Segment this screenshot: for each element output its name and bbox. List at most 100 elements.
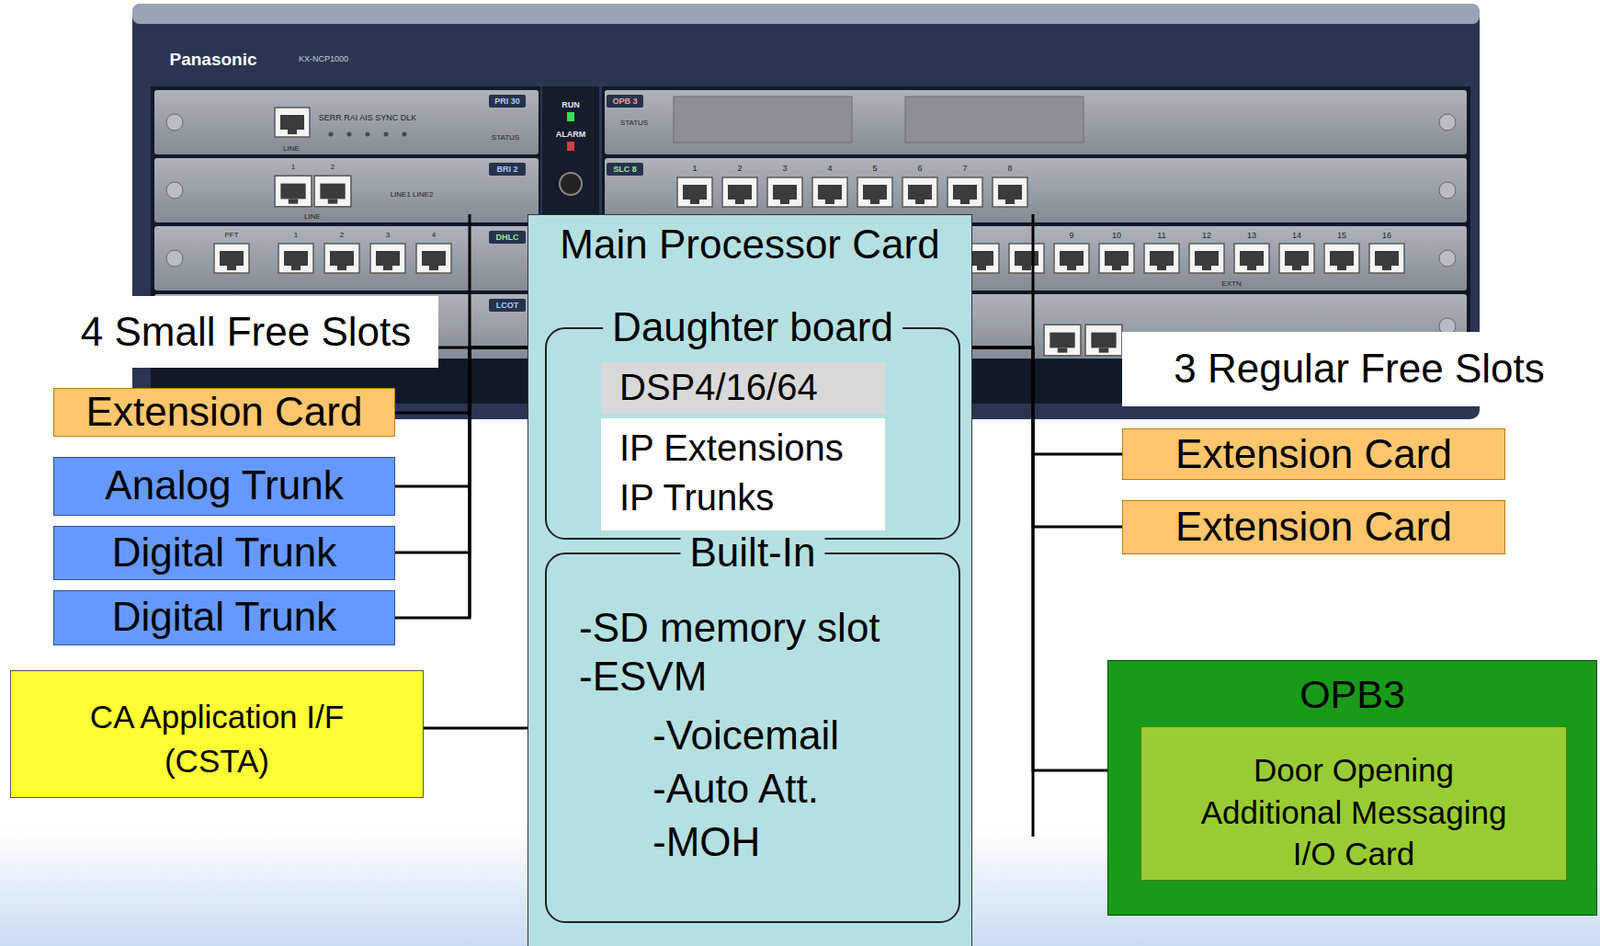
screw bbox=[166, 113, 183, 131]
panel-marking: 9 bbox=[1068, 231, 1074, 240]
panel-marking: DHLC bbox=[496, 233, 520, 242]
panel-marking: Panasonic bbox=[169, 50, 257, 69]
node-heading: Digital Trunk bbox=[112, 594, 338, 639]
rj45-jack bbox=[1279, 243, 1315, 273]
panel-marking: 4 bbox=[827, 164, 832, 173]
screw bbox=[166, 249, 183, 267]
panel-marking: 6 bbox=[917, 164, 922, 173]
processor-card: Main Processor CardDaughter boardDSP4/16… bbox=[527, 214, 973, 946]
trunk-card-box: Analog Trunk bbox=[53, 456, 396, 516]
panel-marking: 1 bbox=[294, 231, 298, 239]
rj45-jack bbox=[324, 243, 360, 273]
rj45-jack bbox=[214, 243, 250, 273]
node-text: -Auto Att. bbox=[652, 766, 819, 811]
card-badge bbox=[488, 298, 526, 312]
bus-connector bbox=[395, 347, 528, 618]
panel-marking: 12 bbox=[1202, 231, 1212, 240]
rj45-jack bbox=[1189, 243, 1225, 273]
card-badge bbox=[606, 94, 644, 108]
node-text: Additional Messaging bbox=[1201, 794, 1508, 831]
panel-marking: EXTN bbox=[1221, 280, 1241, 288]
screw bbox=[1439, 181, 1456, 199]
card-face bbox=[604, 90, 1467, 155]
extension-card-box: Extension Card bbox=[1122, 428, 1506, 480]
card-badge bbox=[488, 162, 526, 176]
card-face bbox=[154, 90, 539, 155]
rj45-jack bbox=[1085, 324, 1123, 356]
daughter-board-group: Daughter boardDSP4/16/64IP ExtensionsIP … bbox=[544, 327, 961, 540]
application-box: CA Application I/F(CSTA) bbox=[10, 669, 424, 798]
trunk-card-box: Digital Trunk bbox=[53, 590, 396, 646]
panel-marking: 7 bbox=[962, 164, 967, 173]
node-heading: Digital Trunk bbox=[112, 530, 338, 575]
slot-caption-box: 4 Small Free Slots bbox=[53, 295, 439, 368]
blank-panel bbox=[673, 96, 852, 143]
rj45-jack bbox=[370, 243, 406, 273]
rj45-jack bbox=[677, 177, 713, 207]
option-function-box: Door OpeningAdditional MessagingI/O Card bbox=[1140, 726, 1567, 881]
panel-marking: LINE bbox=[304, 213, 321, 221]
rj45-jack bbox=[947, 177, 983, 207]
bus-connector bbox=[972, 347, 1123, 454]
extension-card-box: Extension Card bbox=[1122, 499, 1506, 555]
rj45-jack bbox=[278, 243, 314, 273]
status-led bbox=[329, 132, 334, 137]
panel-marking: OPB 3 bbox=[612, 97, 637, 106]
node-heading: Analog Trunk bbox=[104, 463, 343, 508]
node-text: (CSTA) bbox=[164, 743, 270, 780]
node-heading: Daughter board bbox=[602, 305, 903, 350]
node-text: IP Trunks bbox=[619, 476, 774, 518]
node-text: -Voicemail bbox=[652, 713, 840, 758]
panel-marking: PRI 30 bbox=[494, 97, 521, 106]
alarm-led bbox=[567, 141, 575, 151]
node-text: -MOH bbox=[652, 819, 761, 864]
node-heading: Door Opening bbox=[1253, 752, 1454, 789]
status-led bbox=[384, 132, 389, 137]
panel-marking: 8 bbox=[1007, 164, 1012, 173]
rj45-jack bbox=[857, 177, 893, 207]
panel-marking: LINE1 LINE2 bbox=[390, 191, 434, 199]
rj45-jack bbox=[812, 177, 848, 207]
node-text: -SD memory slot bbox=[578, 605, 881, 650]
panel-marking: 11 bbox=[1157, 231, 1166, 240]
blank-panel bbox=[905, 96, 1084, 143]
extension-card-box: Extension Card bbox=[53, 387, 396, 437]
panel-marking: 15 bbox=[1337, 231, 1347, 240]
rj45-jack bbox=[1054, 243, 1090, 273]
panel-marking: LCOT bbox=[496, 301, 520, 310]
ip-box: IP Extensions IP Trunks bbox=[601, 418, 886, 531]
node-heading: Extension Card bbox=[1175, 504, 1453, 549]
panel-marking: 14 bbox=[1292, 231, 1302, 240]
panel-marking: 3 bbox=[385, 231, 390, 239]
rj45-jack bbox=[314, 175, 352, 207]
node-heading: IP Extensions bbox=[619, 427, 844, 468]
panel-marking: 13 bbox=[1247, 231, 1257, 240]
card-badge bbox=[606, 162, 644, 176]
bus-connector bbox=[972, 347, 1108, 771]
status-led bbox=[365, 132, 371, 137]
screw bbox=[1439, 249, 1456, 267]
panel-marking: 16 bbox=[1382, 231, 1392, 240]
rj45-jack bbox=[274, 107, 310, 137]
node-heading: Extension Card bbox=[1175, 431, 1453, 477]
panel-marking: SERR RAI AIS SYNC DLK bbox=[318, 113, 418, 123]
rj45-jack bbox=[1043, 324, 1081, 356]
built-in-group: Built-In-SD memory slot-ESVM-Voicemail-A… bbox=[544, 552, 961, 923]
node-heading: Built-In bbox=[680, 530, 826, 575]
bus-connector bbox=[395, 347, 528, 487]
panel-marking: SLC 8 bbox=[612, 165, 637, 174]
screw bbox=[1439, 113, 1456, 131]
node-heading: 3 Regular Free Slots bbox=[1173, 346, 1545, 391]
panel-marking: BRI 2 bbox=[496, 165, 518, 174]
rj45-jack bbox=[767, 177, 803, 207]
panel-marking: 1 bbox=[692, 164, 697, 173]
rj45-jack bbox=[1234, 243, 1270, 273]
status-led bbox=[347, 132, 352, 137]
rj45-jack bbox=[274, 175, 312, 207]
node-text: -ESVM bbox=[578, 654, 707, 699]
rj45-jack bbox=[722, 177, 758, 207]
card-face bbox=[154, 158, 539, 223]
panel-marking: 4 bbox=[431, 231, 436, 239]
panel-marking: STATUS bbox=[491, 134, 520, 142]
rj45-jack bbox=[1144, 243, 1180, 273]
